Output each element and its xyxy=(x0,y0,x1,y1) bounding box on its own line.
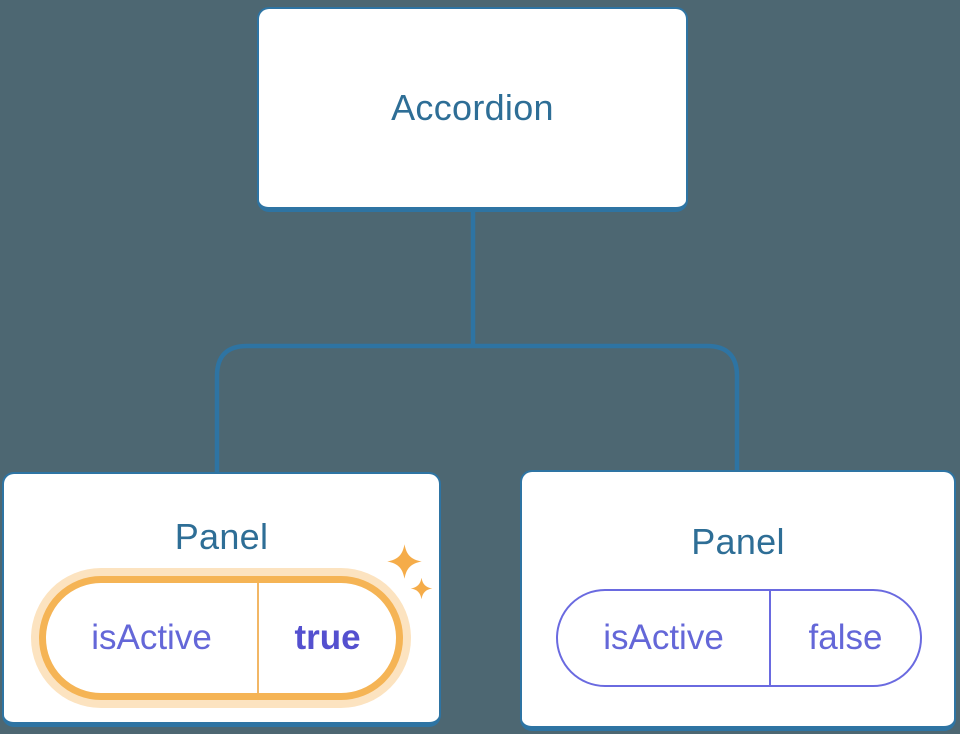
accordion-node-label: Accordion xyxy=(391,87,554,128)
pill-divider xyxy=(257,583,259,693)
connector-branches xyxy=(214,343,740,472)
prop-name: isActive xyxy=(603,618,724,657)
state-pill-active: isActive true xyxy=(39,576,403,700)
prop-name: isActive xyxy=(91,618,212,657)
panel-node-inactive: Panel isActive false xyxy=(520,470,956,731)
panel-node-label: Panel xyxy=(691,521,785,562)
state-pill-inactive: isActive false xyxy=(556,589,922,687)
panel-node-label: Panel xyxy=(174,516,269,557)
sparkle-icon xyxy=(410,577,433,600)
pill-divider xyxy=(769,591,771,685)
prop-value: false xyxy=(808,618,883,657)
accordion-node: Accordion xyxy=(257,7,688,212)
panel-node-active: Panel isActive true xyxy=(2,472,441,727)
prop-value: true xyxy=(294,618,361,657)
